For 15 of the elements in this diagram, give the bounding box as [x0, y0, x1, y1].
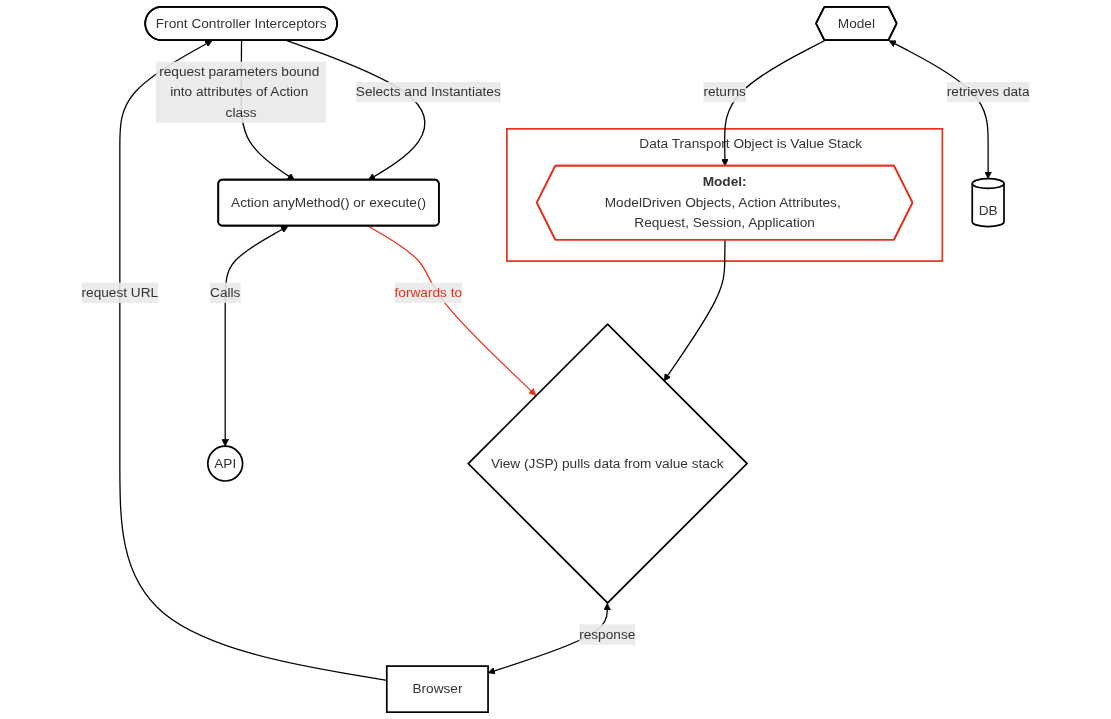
node-circle: API	[206, 445, 244, 482]
arrow	[663, 239, 726, 382]
edge-label: Calls	[210, 284, 241, 300]
edge-label: forwards to	[394, 284, 463, 300]
arrow	[221, 225, 289, 447]
edge-label: retrieves data	[946, 84, 1030, 99]
edge-label: response	[579, 626, 636, 642]
edge-label: request parameters bound into attributes of Action class	[159, 63, 320, 120]
node-box: Browser	[385, 665, 489, 714]
node-diamond: View (JSP) pulls data from value stack	[467, 323, 749, 605]
edge-label: request URL	[81, 284, 159, 300]
edge-label: returns	[703, 84, 746, 99]
arrow	[367, 225, 537, 396]
arrow	[721, 39, 826, 167]
edge-label: Selects and Instantiates	[355, 84, 501, 99]
